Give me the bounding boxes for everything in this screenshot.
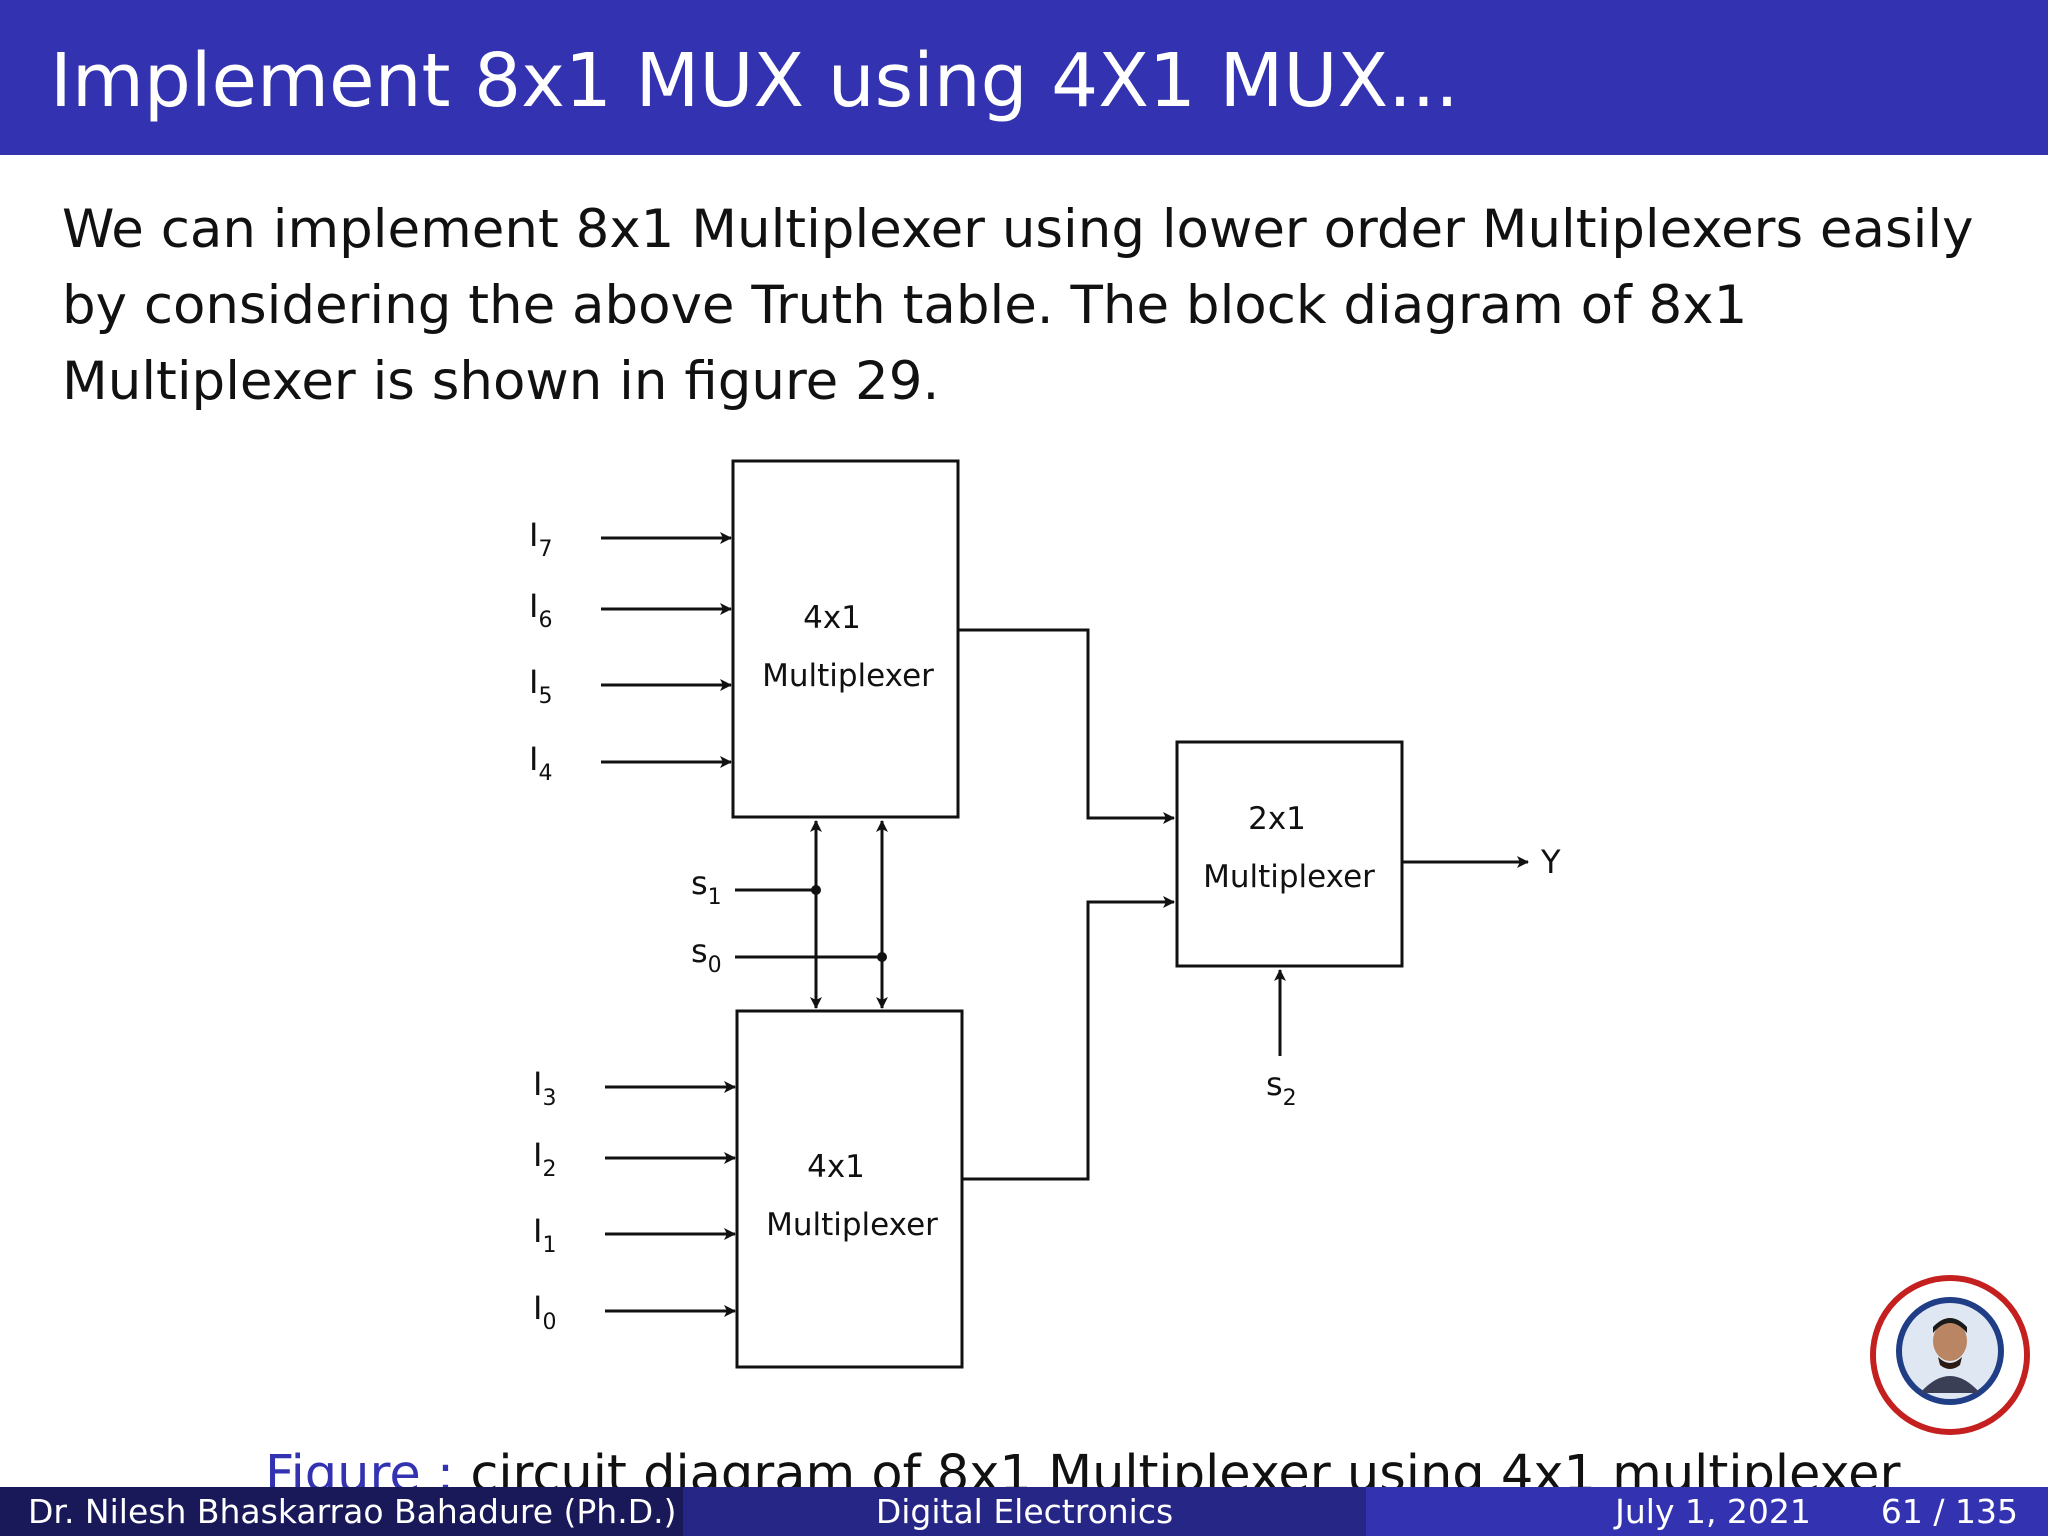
lower-input-wires (605, 1081, 736, 1317)
input-label-i4: I4 (529, 740, 552, 786)
output-mux-label-line2: Multiplexer (1203, 859, 1375, 895)
footer-right-section: July 1, 2021 61 / 135 (1366, 1487, 2048, 1536)
s1-junction-dot (811, 885, 821, 895)
mux-interconnect-wires (958, 628, 1175, 1181)
upper-mux-block (731, 459, 960, 819)
select-label-s2: s2 (1266, 1065, 1297, 1111)
output-mux-label-line1: 2x1 (1248, 801, 1306, 837)
footer-course: Digital Electronics (683, 1487, 1366, 1536)
body-paragraph: We can implement 8x1 Multiplexer using l… (62, 199, 1974, 412)
lower-mux-label-line1: 4x1 (807, 1149, 865, 1185)
select-label-s0: s0 (691, 932, 722, 978)
input-label-i0: I0 (533, 1289, 556, 1335)
upper-mux-label-line1: 4x1 (803, 600, 861, 636)
input-label-i3: I3 (533, 1065, 556, 1111)
lower-mux-block (735, 1009, 964, 1369)
upper-mux-label-line2: Multiplexer (762, 658, 934, 694)
select-lines (735, 820, 888, 1009)
input-label-i6: I6 (529, 587, 552, 633)
footer-author: Dr. Nilesh Bhaskarrao Bahadure (Ph.D.) (0, 1487, 683, 1536)
footer-page-number: 61 / 135 (1880, 1492, 2018, 1531)
lower-mux-output-wire (962, 896, 1175, 1181)
input-label-i7: I7 (529, 516, 552, 562)
select-label-s1: s1 (691, 864, 722, 910)
lower-mux-label-line2: Multiplexer (766, 1207, 938, 1243)
output-label-y: Y (1540, 843, 1561, 881)
input-label-i5: I5 (529, 663, 552, 709)
footer-bar: Dr. Nilesh Bhaskarrao Bahadure (Ph.D.) D… (0, 1487, 2048, 1536)
title-bar: Implement 8x1 MUX using 4X1 MUX... (0, 0, 2048, 155)
input-label-i2: I2 (533, 1136, 556, 1182)
footer-date: July 1, 2021 (1615, 1492, 1811, 1531)
s0-junction-dot (877, 952, 887, 962)
output-mux-block (1175, 740, 1404, 968)
upper-mux-output-wire (958, 628, 1175, 824)
input-label-i1: I1 (533, 1212, 556, 1258)
upper-input-wires (601, 532, 732, 768)
academy-logo (1870, 1275, 2030, 1435)
slide-title: Implement 8x1 MUX using 4X1 MUX... (50, 38, 1459, 124)
